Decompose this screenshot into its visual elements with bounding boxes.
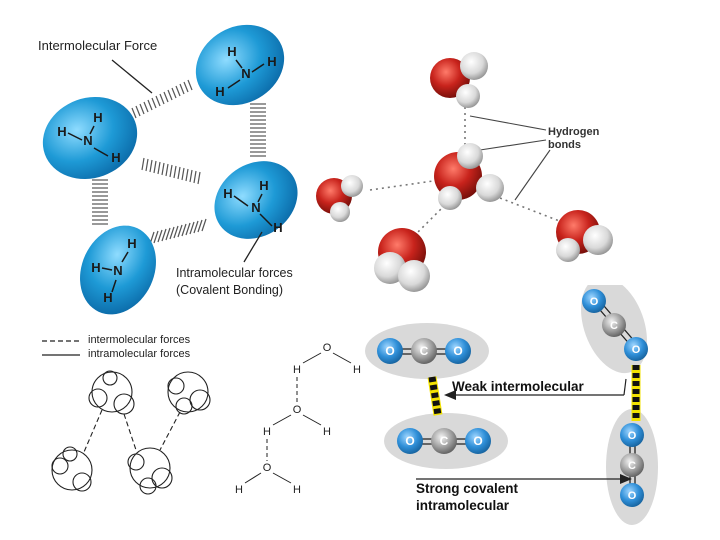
hatch-middle: [141, 157, 201, 185]
intramolecular-forces-label: Intramolecular forces: [176, 266, 293, 280]
atom-h: H: [91, 260, 100, 275]
atom-n: N: [113, 263, 122, 278]
legend: intermolecular forces intramolecular for…: [40, 334, 240, 364]
atom-h: H: [215, 84, 224, 99]
atom-c: C: [420, 344, 429, 358]
co2-molecule-right-top: O C O: [582, 289, 648, 361]
water-chain-hydrogen-bonds: [266, 377, 298, 461]
strong-covalent-label-1: Strong covalent: [416, 481, 519, 496]
atom-h: H: [259, 178, 268, 193]
co2-diagram: O C O O C O O: [365, 276, 658, 525]
atom-o: O: [405, 434, 414, 448]
atom-n: N: [83, 133, 92, 148]
atom-h: H: [223, 186, 232, 201]
water-3d-panel: Hydrogen bonds: [310, 40, 620, 300]
atom-o: O: [473, 434, 482, 448]
legend-intramolecular-label: intramolecular forces: [88, 348, 191, 360]
atom-o: O: [263, 462, 272, 474]
atom-h: H: [57, 124, 66, 139]
atom-o: O: [632, 344, 641, 356]
atom-h: H: [293, 484, 301, 496]
atom-h: H: [93, 110, 102, 125]
atom-o: O: [293, 404, 302, 416]
atom-c: C: [610, 320, 618, 332]
sketch-molecule-1: [88, 370, 135, 415]
atom-o: O: [628, 490, 637, 502]
weak-intermolecular-label: Weak intermolecular: [452, 379, 584, 394]
hydrogen-bonds-label-2: bonds: [548, 139, 581, 151]
co2-panel: O C O O C O O: [360, 276, 700, 525]
sketch-panel: [40, 370, 230, 500]
ammonia-molecule-right: H H N H: [214, 161, 298, 239]
ammonia-molecule-left: H H N H: [42, 96, 138, 180]
strong-covalent-label-2: intramolecular: [416, 498, 510, 513]
hydrogen-bonds-label-1: Hydrogen: [548, 126, 600, 138]
atom-o: O: [323, 342, 332, 354]
intramolecular-leader-line: [243, 231, 263, 263]
atom-o: O: [385, 344, 394, 358]
atom-o: O: [590, 296, 599, 308]
atom-n: N: [241, 66, 250, 81]
water-molecule-bottom: [374, 228, 430, 292]
hatch-bottom: [149, 218, 207, 245]
ammonia-molecule-top: H N H H: [195, 24, 285, 106]
atom-h: H: [235, 484, 243, 496]
sketch-molecules: [51, 370, 211, 495]
hatch-right-vertical: [250, 103, 266, 157]
hydrogen-label-leaders: [469, 115, 551, 201]
atom-h: H: [353, 364, 361, 376]
hatch-left-vertical: [92, 179, 108, 225]
ammonia-diagram: H N H H H H N H: [42, 24, 298, 315]
water-molecule-right: [556, 210, 613, 262]
atom-c: C: [628, 460, 636, 472]
legend-line-samples: [42, 340, 80, 356]
co2-molecule-bottom: O C O: [397, 428, 491, 454]
water-chain-diagram: O H H O H H O H H: [235, 342, 361, 496]
hydrogen-bond-lines: [369, 95, 563, 236]
atom-h: H: [103, 290, 112, 305]
covalent-bonding-label: (Covalent Bonding): [176, 283, 284, 297]
ammonia-molecule-bottom: H H N H: [80, 225, 156, 315]
sketch-molecule-3: [51, 446, 93, 492]
atom-o: O: [628, 430, 637, 442]
intermolecular-leader-line: [111, 59, 153, 94]
atom-o: O: [453, 344, 462, 358]
atom-h: H: [273, 220, 282, 235]
weak-bond-left: [427, 376, 443, 416]
atom-h: H: [263, 426, 271, 438]
sketch-molecule-4: [127, 447, 173, 495]
hatch-top-left: [131, 79, 193, 119]
water-3d-diagram: [316, 52, 613, 292]
atom-h: H: [293, 364, 301, 376]
legend-intermolecular-label: intermolecular forces: [88, 334, 191, 346]
intermolecular-force-label: Intermolecular Force: [38, 38, 158, 53]
water-chain-covalent-bonds: [244, 352, 352, 484]
atom-h: H: [227, 44, 236, 59]
atom-h: H: [127, 236, 136, 251]
co2-molecule-right-bottom: O C O: [620, 423, 644, 507]
weak-label-arrow: [444, 378, 627, 400]
sketch-dashed-bonds: [83, 409, 181, 453]
sketch-molecule-2: [167, 371, 211, 415]
water-molecule-center: [434, 143, 504, 210]
strong-label-arrow: [416, 474, 632, 484]
water-molecule-top: [430, 52, 488, 108]
atom-h: H: [111, 150, 120, 165]
ammonia-panel: H N H H H H N H: [0, 0, 330, 320]
atom-h: H: [267, 54, 276, 69]
water-molecule-left: [316, 175, 363, 222]
atom-h: H: [323, 426, 331, 438]
atom-n: N: [251, 200, 260, 215]
co2-molecule-top: O C O: [377, 338, 471, 364]
water-chain-panel: O H H O H H O H H: [225, 335, 375, 505]
atom-c: C: [440, 434, 449, 448]
